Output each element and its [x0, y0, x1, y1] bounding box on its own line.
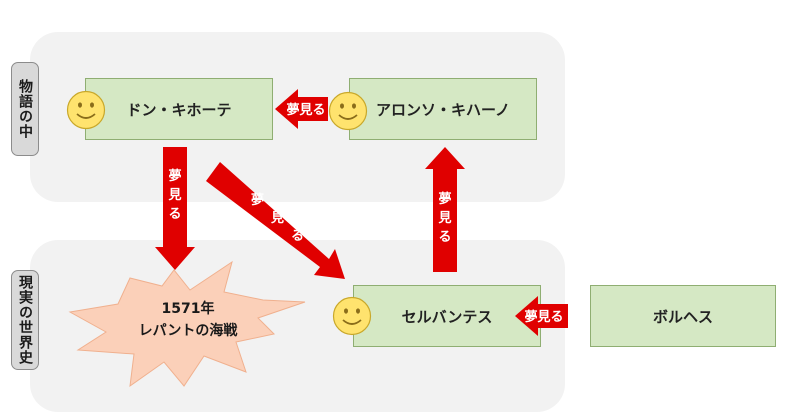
arrow-don-to-cervantes-label: 夢見る	[251, 192, 304, 244]
arrow-borges-to-cervantes-label: 夢見る	[524, 309, 563, 325]
node-cervantes: セルバンテス	[353, 285, 541, 347]
label-story: 物語の中	[11, 62, 39, 156]
label-real-history: 現実の世界史	[11, 270, 39, 370]
node-cervantes-label: セルバンテス	[401, 307, 493, 326]
node-alonso-quijano-label: アロンソ・キハーノ	[375, 100, 511, 119]
arrow-don-to-battle: 夢見る	[155, 147, 195, 270]
node-borges: ボルヘス	[590, 285, 776, 347]
arrow-cervantes-to-alonso-label: 夢見る	[437, 191, 451, 245]
battle-burst-shape	[68, 260, 306, 388]
smiley-face-icon	[66, 90, 106, 130]
node-alonso-quijano: アロンソ・キハーノ	[349, 78, 537, 140]
arrow-alonso-to-don: 夢見る	[275, 89, 328, 129]
arrow-don-to-cervantes: 夢見る	[206, 162, 345, 279]
arrow-don-to-battle-label: 夢見る	[167, 168, 181, 222]
battle-year: 1571年	[162, 300, 215, 317]
arrow-cervantes-to-alonso: 夢見る	[425, 147, 465, 272]
battle-name: レパントの海戦	[139, 322, 239, 339]
node-don-quixote: ドン・キホーテ	[85, 78, 273, 140]
node-don-quixote-label: ドン・キホーテ	[126, 100, 232, 119]
arrow-borges-to-cervantes: 夢見る	[515, 296, 568, 336]
node-borges-label: ボルヘス	[652, 307, 713, 326]
smiley-face-icon	[328, 91, 368, 131]
smiley-face-icon	[332, 296, 372, 336]
arrow-alonso-to-don-label: 夢見る	[286, 102, 325, 118]
